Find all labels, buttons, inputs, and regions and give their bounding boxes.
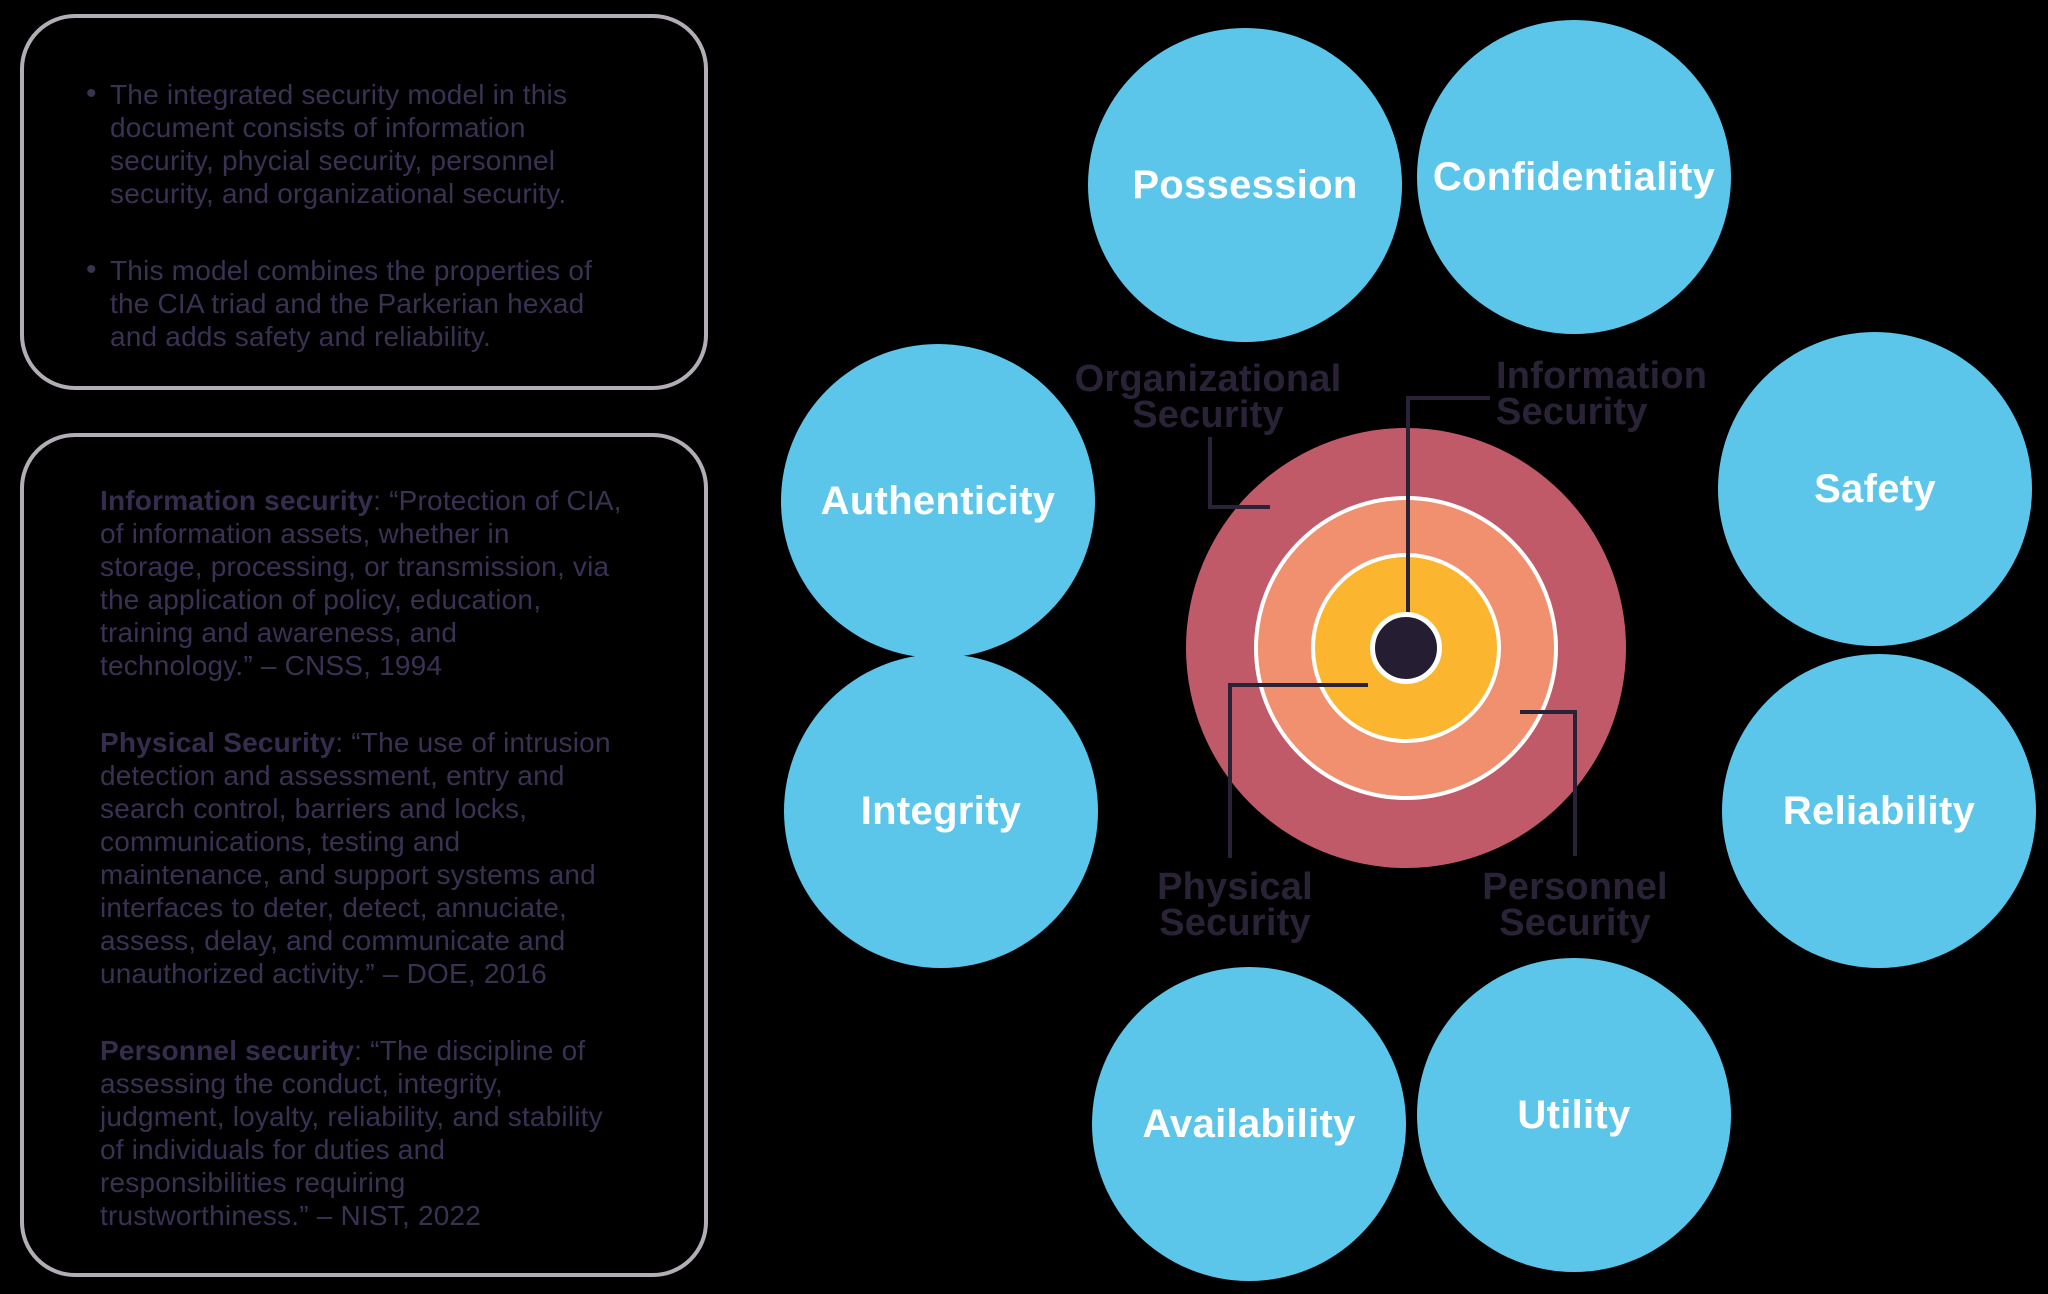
ring-label-line: Personnel [1482,866,1668,908]
definitions-panel: Information security: “Protection of CIA… [20,433,708,1277]
bullet-dot-icon: • [86,77,97,110]
hexad-label: Integrity [860,788,1022,833]
text-line: security, phycial security, personnel [110,145,556,176]
text-line: detection and assessment, entry and [100,760,565,791]
overview-panel: • The integrated security model in this … [20,14,708,390]
hexad-label: Safety [1814,466,1936,511]
connector-personnel-horizontal [1520,710,1577,714]
definition-term: Physical Security [100,727,336,758]
hexad-label: Possession [1132,162,1358,207]
text-line: of information assets, whether in [100,518,510,549]
text-line: the CIA triad and the Parkerian hexad [110,288,585,319]
ring-label-line: Organizational [1074,358,1342,400]
hexad-label: Utility [1517,1092,1631,1137]
text-line: trustworthiness.” – NIST, 2022 [100,1200,482,1231]
hexad-circle-integrity: Integrity [784,654,1098,968]
hexad-label: Availability [1142,1101,1356,1146]
text-line: judgment, loyalty, reliability, and stab… [100,1101,603,1132]
hexad-circle-possession: Possession [1088,28,1402,342]
text-line: training and awareness, and [100,617,458,648]
text-line: document consists of information [110,112,526,143]
definition-term: Personnel security [100,1035,355,1066]
hexad-circle-confidentiality: Confidentiality [1417,20,1731,334]
center-dot-information-security [1370,612,1442,684]
connector-information-vertical [1406,396,1410,616]
ring-label-physical-security: Physical Security [1035,866,1435,944]
ring-label-organizational-security: Organizational Security [1008,358,1408,436]
text-line: Personnel security: “The discipline of [100,1034,674,1067]
text-line: storage, processing, or transmission, vi… [100,551,610,582]
text-line: assess, delay, and communicate and [100,925,566,956]
hexad-circle-authenticity: Authenticity [781,344,1095,658]
text-line: This model combines the properties of [110,255,593,286]
connector-organizational-horizontal [1208,505,1270,509]
connector-physical-vertical [1228,683,1232,858]
definition-text: : “The use of intrusion [335,727,611,758]
ring-label-personnel-security: Personnel Security [1375,866,1775,944]
text-line: technology.” – CNSS, 1994 [100,650,443,681]
ring-label-line: Information [1496,355,1708,397]
ring-label-line: Security [1159,902,1311,944]
text-line: The integrated security model in this [110,79,568,110]
text-line: of individuals for duties and [100,1134,446,1165]
hexad-label: Confidentiality [1432,154,1716,199]
hexad-circle-availability: Availability [1092,967,1406,1281]
text-line: responsibilities requiring [100,1167,406,1198]
text-line: security, and organizational security. [110,178,567,209]
hexad-label: Reliability [1782,788,1976,833]
definition-text: : “Protection of CIA, [373,485,622,516]
overview-bullet-2: • This model combines the properties of … [86,253,664,353]
bullet-dot-icon: • [86,253,97,286]
ring-label-line: Security [1496,391,1648,433]
connector-physical-horizontal [1228,683,1368,687]
definition-text: : “The discipline of [354,1035,586,1066]
text-line: interfaces to deter, detect, annuciate, [100,892,567,923]
connector-personnel-vertical [1573,710,1577,856]
text-line: assessing the conduct, integrity, [100,1068,503,1099]
definition-personnel-security: Personnel security: “The discipline of a… [100,1034,674,1232]
connector-information-horizontal [1406,396,1490,400]
text-line: search control, barriers and locks, [100,793,528,824]
overview-bullet-1: • The integrated security model in this … [86,77,664,210]
text-line: Physical Security: “The use of intrusion [100,726,674,759]
text-line: unauthorized activity.” – DOE, 2016 [100,958,547,989]
text-line: maintenance, and support systems and [100,859,596,890]
hexad-circle-safety: Safety [1718,332,2032,646]
text-line: communications, testing and [100,826,461,857]
text-line: and adds safety and reliability. [110,321,491,352]
text-line: the application of policy, education, [100,584,542,615]
connector-organizational-vertical [1208,437,1212,509]
text-line: Information security: “Protection of CIA… [100,484,674,517]
definition-information-security: Information security: “Protection of CIA… [100,484,674,682]
overview-bullet-1-text: The integrated security model in this do… [110,78,567,210]
ring-label-line: Security [1132,394,1284,436]
hexad-circle-utility: Utility [1417,958,1731,1272]
definition-term: Information security [100,485,374,516]
hexad-label: Authenticity [820,478,1056,523]
ring-label-line: Physical [1157,866,1313,908]
hexad-circle-reliability: Reliability [1722,654,2036,968]
ring-label-line: Security [1499,902,1651,944]
ring-label-information-security: Information Security [1496,355,1896,433]
overview-bullet-2-text: This model combines the properties of th… [110,254,592,353]
definition-physical-security: Physical Security: “The use of intrusion… [100,726,674,990]
